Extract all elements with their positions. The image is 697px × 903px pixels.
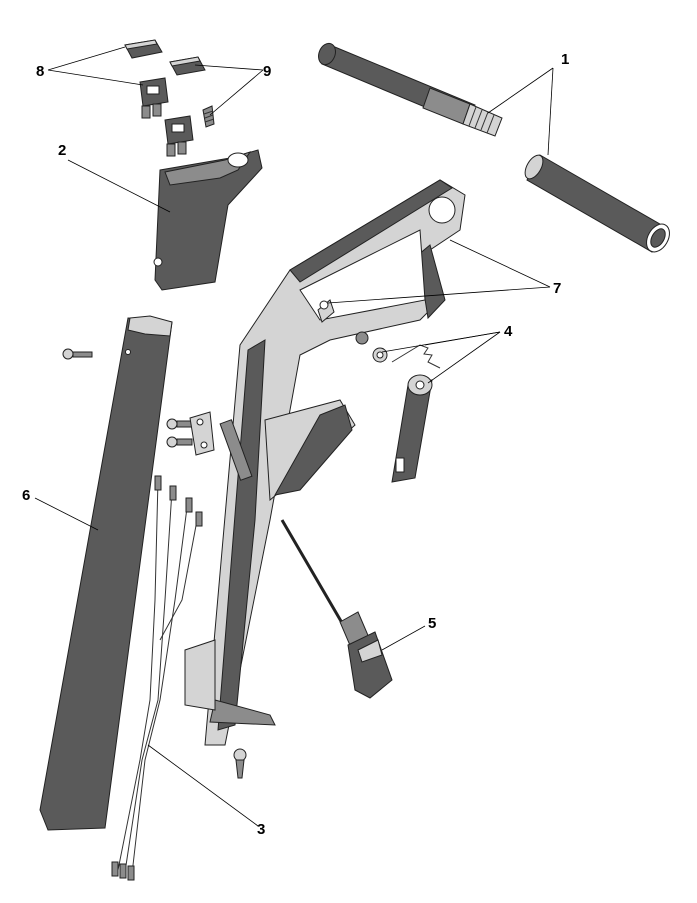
- rocker-switch-left: [139, 77, 169, 119]
- rocker-switch-right: [164, 115, 194, 157]
- small-spring-screw: [202, 105, 215, 128]
- callout-5: 5: [428, 615, 436, 632]
- cover-panel: [39, 315, 173, 831]
- callout-8: 8: [36, 63, 44, 80]
- extension-tube-upper: [318, 42, 503, 137]
- screw-bottom: [233, 748, 247, 779]
- wiring-harness: [111, 475, 203, 881]
- callout-4: 4: [504, 323, 513, 340]
- callout-1: 1: [561, 51, 569, 68]
- leader-lines: [34, 46, 554, 827]
- callout-3: 3: [257, 821, 265, 838]
- power-cord: [280, 519, 393, 699]
- latch-lever: [391, 374, 433, 483]
- switch-housing: [153, 149, 263, 291]
- switch-cap-right: [169, 56, 206, 76]
- pivot-pin: [317, 299, 335, 323]
- callout-2: 2: [58, 142, 66, 159]
- callout-9: 9: [263, 63, 271, 80]
- torsion-spring: [391, 344, 441, 369]
- callout-6: 6: [22, 487, 30, 504]
- main-handle-frame: [184, 179, 466, 746]
- hex-nut: [372, 347, 388, 363]
- clamp-bracket: [189, 411, 215, 456]
- extension-tube-lower: [524, 154, 670, 253]
- switch-cap-left: [124, 39, 163, 59]
- screw-pair-middle: [166, 418, 193, 448]
- callout-7: 7: [553, 280, 561, 297]
- screw-left-top: [62, 348, 93, 360]
